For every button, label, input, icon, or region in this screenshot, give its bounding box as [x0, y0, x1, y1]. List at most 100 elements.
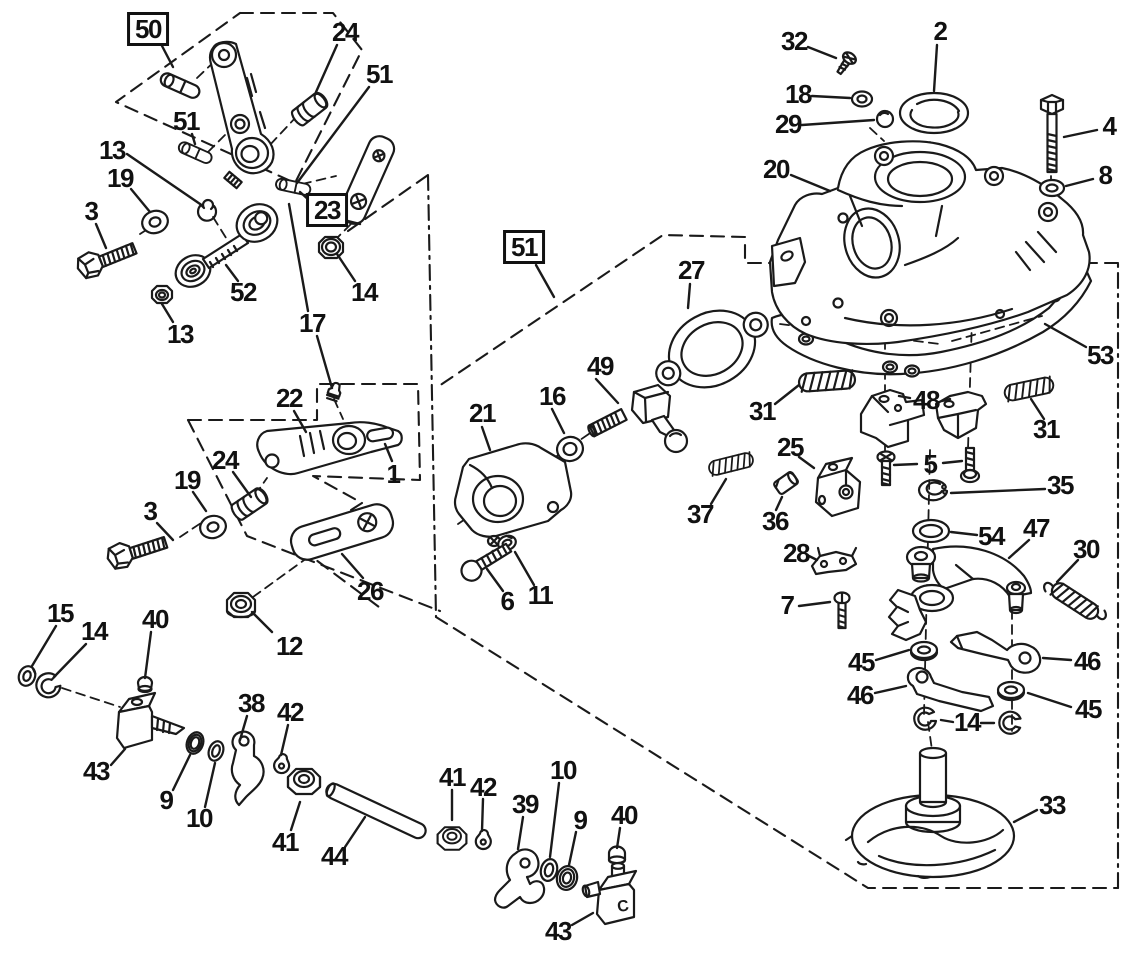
- part-19-washer: [141, 209, 169, 235]
- leader-line-46: [873, 684, 908, 695]
- leader-line-29: [800, 118, 876, 127]
- leader-line-38: [238, 714, 249, 742]
- part-29-check-ball: [875, 109, 895, 129]
- leader-line-32: [806, 45, 838, 60]
- leader-line-19: [191, 490, 208, 513]
- part-19-washer: [199, 514, 227, 540]
- leader-line-20: [789, 173, 832, 193]
- leader-line-45: [1026, 691, 1073, 709]
- leader-line-10: [548, 781, 561, 859]
- leader-line-2: [932, 43, 939, 93]
- block-letter: C: [616, 897, 630, 916]
- part-41-nut: [436, 826, 468, 851]
- leader-line-51: [534, 263, 556, 299]
- part-31-spring: [1003, 375, 1055, 403]
- leader-line-46: [1041, 656, 1073, 662]
- leader-line-42: [279, 723, 290, 757]
- part-13-eclip: [196, 198, 218, 222]
- part-49-shaft-link: [587, 383, 689, 454]
- leader-line-18: [810, 94, 852, 100]
- leader-line-4: [1062, 128, 1099, 139]
- leader-line-8: [1064, 177, 1095, 188]
- leader-line-48: [897, 394, 912, 400]
- leader-line-42: [480, 797, 485, 833]
- leader-line-5: [941, 459, 964, 465]
- part-5-screw: [959, 446, 981, 484]
- leader-line-37: [709, 477, 728, 506]
- part-42-clip: [273, 753, 291, 775]
- leader-line-27: [686, 282, 692, 310]
- group-boundary-51: [346, 173, 1120, 890]
- part-6-bolt: [460, 542, 513, 582]
- part-33-cam-plate-shaft: [844, 746, 1016, 880]
- part-51-pin: [275, 177, 312, 196]
- part-9-seal: [185, 731, 205, 755]
- group-boundary-22: [186, 382, 442, 613]
- part-4-bolt: [1039, 93, 1065, 174]
- part-14-locknut: [317, 235, 345, 260]
- part-42-clip: [474, 828, 492, 851]
- part-28-lever-plate: [810, 546, 858, 576]
- part-2-diaphragm-disc: [898, 91, 970, 135]
- part-51-pin: [159, 72, 201, 99]
- leader-line-49: [594, 377, 620, 405]
- part-25-block: [814, 456, 862, 518]
- part-44-rod: [325, 782, 427, 840]
- leader-line-5: [892, 462, 919, 467]
- leader-line-40: [615, 826, 622, 850]
- leader-line-14: [52, 642, 88, 679]
- part-14-eclip: [913, 706, 938, 731]
- leader-line-24: [314, 43, 339, 94]
- part-throttle-collar: [887, 583, 955, 642]
- leader-line-9: [171, 753, 192, 792]
- part-40-plunger: [136, 675, 154, 694]
- leader-line-40: [143, 630, 153, 680]
- part-3-bolt: [106, 535, 169, 570]
- leader-line-44: [343, 815, 367, 849]
- leader-line-9: [567, 830, 578, 867]
- leader-line-26: [340, 552, 365, 580]
- leader-line-28: [807, 554, 819, 562]
- leader-line-48: [940, 397, 952, 403]
- part-16-washer: [555, 435, 585, 463]
- leader-line-22: [292, 409, 308, 434]
- leader-line-33: [1012, 808, 1039, 824]
- part-48-bracket: [934, 390, 988, 440]
- part-45-washer: [909, 640, 939, 662]
- part-24-bushing: [230, 487, 269, 521]
- part-8-washer: [1038, 178, 1066, 198]
- leader-line-31: [773, 383, 801, 406]
- part-7-screw: [833, 591, 851, 630]
- leader-line-16: [550, 407, 566, 435]
- leader-line-13: [160, 302, 175, 324]
- part-13-nut: [150, 284, 174, 305]
- leader-line-43: [109, 747, 127, 767]
- leader-line-47: [1007, 538, 1031, 560]
- leader-line-7: [797, 600, 832, 608]
- part-10-washer: [539, 858, 559, 882]
- part-14-eclip: [998, 710, 1022, 735]
- part-43-valve-block: C: [581, 862, 638, 926]
- group-boundary-50: [114, 11, 364, 185]
- leader-line-54: [949, 530, 979, 537]
- part-43-valve-block: [115, 691, 186, 750]
- leader-line-6: [485, 567, 505, 593]
- part-46-lever: [949, 630, 1042, 674]
- leader-line-43: [570, 911, 595, 927]
- part-41-nut: [286, 767, 322, 796]
- leader-line-17: [315, 334, 334, 390]
- part-10-washer: [207, 740, 225, 762]
- part-22-lever: [256, 421, 403, 476]
- leader-line-51: [295, 85, 371, 185]
- leader-line-19: [129, 187, 152, 214]
- part-26-link-plate: [289, 503, 395, 561]
- leader-line-15: [30, 624, 58, 668]
- part-27-gasket: [655, 309, 769, 389]
- leader-line-45: [874, 648, 911, 662]
- leader-line-35: [949, 487, 1047, 495]
- part-12-locknut: [225, 591, 257, 619]
- part-51-pin: [177, 141, 213, 164]
- leader-line-39: [516, 815, 525, 851]
